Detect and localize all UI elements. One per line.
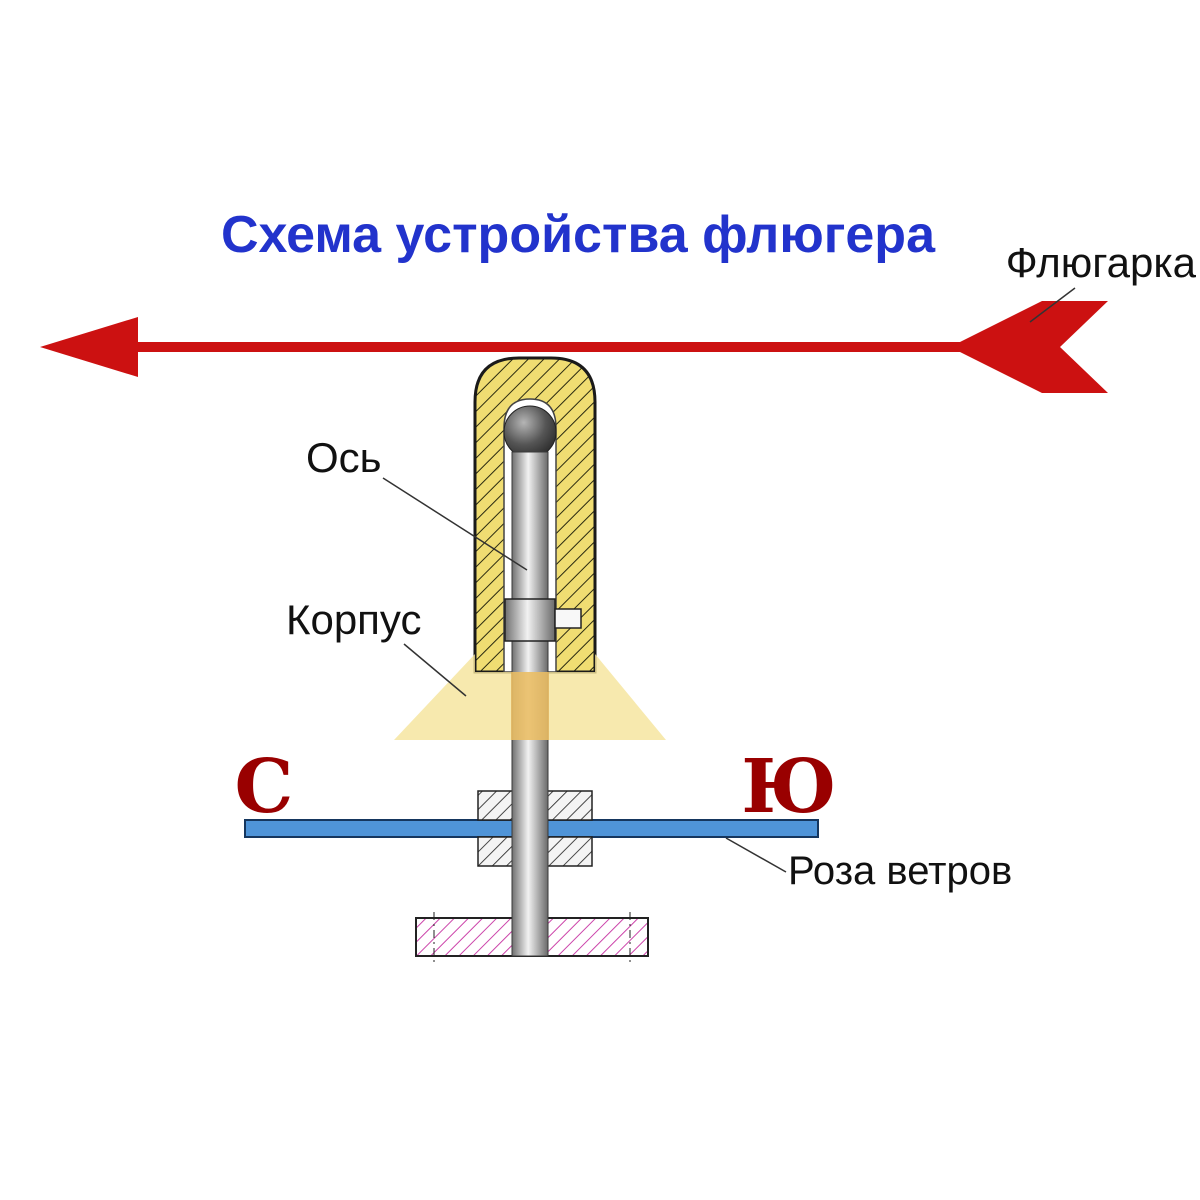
wind-rose-leader-line: [725, 837, 787, 873]
housing-leader-line: [403, 643, 467, 697]
housing-label: Корпус: [286, 596, 421, 643]
vane-label: Флюгарка: [1006, 239, 1197, 286]
wind-rose-label: Роза ветров: [788, 849, 1012, 893]
housing-cone: [394, 654, 666, 740]
north-letter: С: [235, 744, 294, 830]
arrow-fletching: [950, 301, 1108, 393]
rod-cone-tint: [511, 672, 549, 740]
vane-leader-line: [1029, 287, 1076, 323]
axis-leader-line: [382, 477, 528, 571]
bearing-ball: [503, 405, 557, 459]
south-letter: Ю: [741, 744, 836, 830]
collar-tab: [554, 608, 582, 629]
diagram-title: Схема устройства флюгера: [221, 206, 936, 264]
rod-collar: [504, 598, 556, 642]
axis-label: Ось: [306, 434, 382, 481]
arrow-shaft: [130, 342, 965, 352]
arrowhead: [40, 317, 138, 377]
